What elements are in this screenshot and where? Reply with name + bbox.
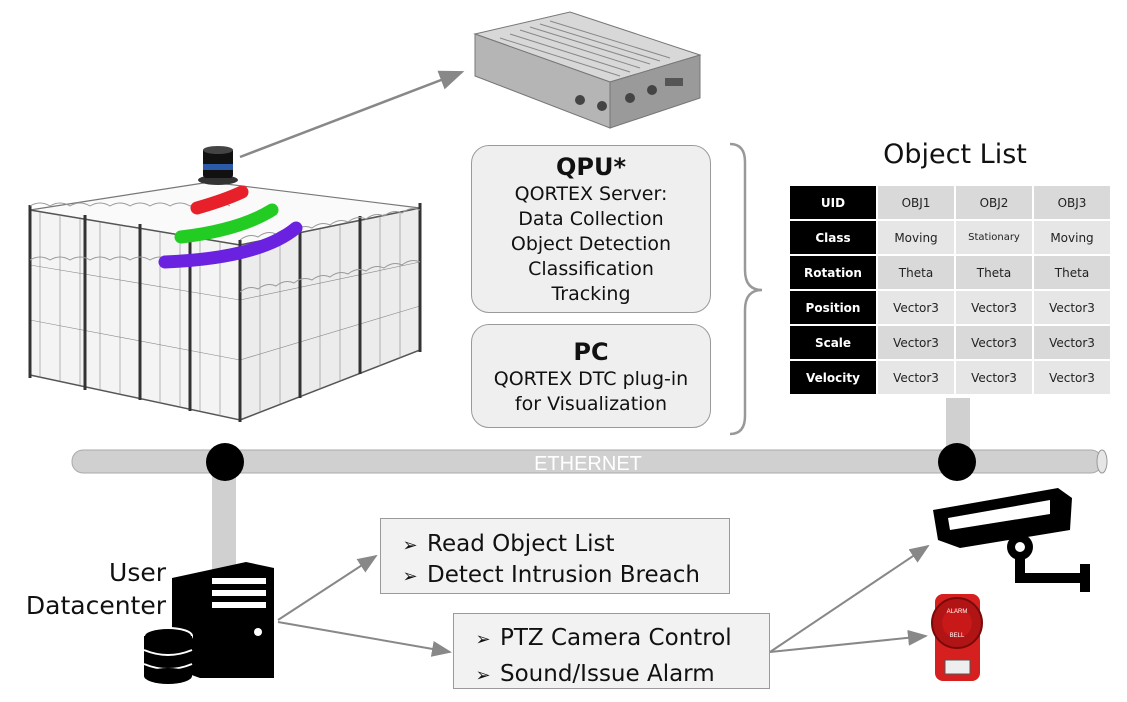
pc-title: PC [573,338,609,366]
row-header: UID [788,184,878,221]
user-datacenter-line2: Datacenter [25,591,166,620]
table-cell: Vector3 [1032,289,1112,326]
lidar-sensor-icon [198,146,238,185]
table-cell: Theta [1032,254,1112,291]
table-row: Rotation Theta Theta Theta [788,254,1112,291]
table-row: Velocity Vector3 Vector3 Vector3 [788,359,1112,396]
table-row: UID OBJ1 OBJ2 OBJ3 [788,184,1112,221]
control-to-alarm-arrow [769,629,928,653]
table-cell: Moving [1032,219,1112,256]
bus-node-right [938,443,976,481]
table-cell: Vector3 [954,324,1034,361]
arrow-bullet-icon: ➢ [402,535,418,556]
user-datacenter-line1: User [109,558,166,587]
table-row: Class Moving Stationary Moving [788,219,1112,256]
table-cell: Stationary [954,219,1034,256]
alarm-bell-text-2: BELL [950,633,965,639]
user-datacenter-label: User Datacenter [16,556,166,622]
table-cell: Vector3 [1032,324,1112,361]
qpu-box: QPU* QORTEX Server: Data Collection Obje… [471,145,711,313]
datacenter-to-control-arrow [277,621,452,657]
action-label: Sound/Issue Alarm [500,661,715,687]
detection-waves-icon [158,185,303,269]
qpu-line: Object Detection [510,233,672,255]
table-cell: Theta [954,254,1034,291]
qpu-line: Classification [528,258,654,280]
pc-line: QORTEX DTC plug-in [493,368,689,390]
sensor-to-qpu-arrow [239,70,465,159]
table-cell: Vector3 [954,359,1034,396]
table-cell: Vector3 [876,359,956,396]
qpu-line: Tracking [551,283,631,305]
object-list-table: UID OBJ1 OBJ2 OBJ3 Class Moving Stationa… [788,184,1112,396]
datacenter-to-read-arrow [277,554,378,621]
row-header: Velocity [788,359,878,396]
action-label: PTZ Camera Control [500,625,732,651]
table-cell: Moving [876,219,956,256]
row-header: Scale [788,324,878,361]
table-cell: OBJ3 [1032,184,1112,221]
table-cell: OBJ1 [876,184,956,221]
object-list-title: Object List [883,139,1027,170]
row-header: Rotation [788,254,878,291]
control-actions-box: ➢ PTZ Camera Control ➢ Sound/Issue Alarm [453,613,770,689]
control-to-camera-arrow [769,544,930,653]
qpu-line: Data Collection [518,208,664,230]
pc-box: PC QORTEX DTC plug-in for Visualization [471,324,711,428]
action-item: ➢ Detect Intrusion Breach [393,560,729,591]
table-row: Position Vector3 Vector3 Vector3 [788,289,1112,326]
datacenter-connector [212,473,236,573]
table-cell: Vector3 [1032,359,1112,396]
read-actions-box: ➢ Read Object List ➢ Detect Intrusion Brea… [380,518,730,594]
security-camera-icon [933,488,1090,592]
table-cell: Vector3 [876,289,956,326]
action-item: ➢ PTZ Camera Control [466,620,769,656]
alarm-bell-text-1: ALARM [947,609,968,615]
server-icon [172,562,274,678]
pc-line: for Visualization [514,393,668,415]
qpu-title: QPU* [555,153,627,181]
arrow-bullet-icon: ➢ [475,629,491,650]
action-item: ➢ Sound/Issue Alarm [466,656,769,692]
table-row: Scale Vector3 Vector3 Vector3 [788,324,1112,361]
alarm-bell-icon: ALARM BELL [931,594,983,681]
row-header: Class [788,219,878,256]
bus-node-left [206,443,244,481]
action-label: Read Object List [427,531,615,557]
row-header: Position [788,289,878,326]
arrow-bullet-icon: ➢ [402,566,418,587]
action-item: ➢ Read Object List [393,529,729,560]
table-cell: Theta [876,254,956,291]
table-cell: OBJ2 [954,184,1034,221]
qpu-line: QORTEX Server: [514,183,668,205]
table-cell: Vector3 [954,289,1034,326]
database-icon [143,627,193,684]
ethernet-label: ETHERNET [534,453,642,475]
action-label: Detect Intrusion Breach [427,562,700,588]
arrow-bullet-icon: ➢ [475,665,491,686]
grouping-brace [729,142,763,436]
qpu-device-icon [473,11,702,129]
table-cell: Vector3 [876,324,956,361]
fence-icon [28,181,422,422]
ethernet-bus [71,449,1108,474]
